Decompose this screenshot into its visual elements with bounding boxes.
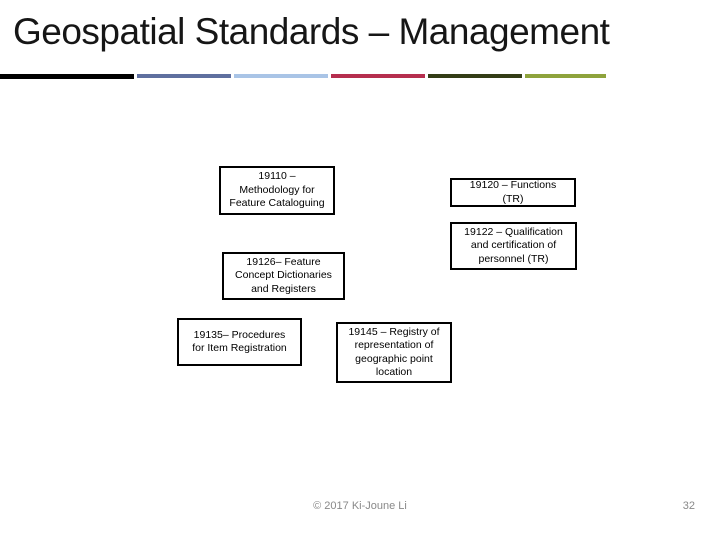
standard-box-19120: 19120 – Functions (TR) <box>450 178 576 207</box>
divider-segment-dark-olive <box>428 74 522 78</box>
divider-segment-black <box>0 74 134 79</box>
slide-title: Geospatial Standards – Management <box>13 11 610 52</box>
standard-box-19126: 19126– Feature Concept Dictionaries and … <box>222 252 345 300</box>
divider-segment-slate-blue <box>137 74 231 78</box>
standard-box-19110: 19110 – Methodology for Feature Catalogu… <box>219 166 335 215</box>
standard-box-19122: 19122 – Qualification and certification … <box>450 222 577 270</box>
divider-segment-crimson <box>331 74 425 78</box>
slide-number: 32 <box>682 500 695 512</box>
title-divider-bar <box>0 74 606 79</box>
standard-box-19145: 19145 – Registry of representation of ge… <box>336 322 452 383</box>
divider-segment-yellow-green <box>525 74 606 78</box>
copyright-text: © 2017 Ki-Joune Li <box>313 500 407 512</box>
standard-box-19135: 19135– Procedures for Item Registration <box>177 318 302 366</box>
divider-segment-light-blue <box>234 74 328 78</box>
